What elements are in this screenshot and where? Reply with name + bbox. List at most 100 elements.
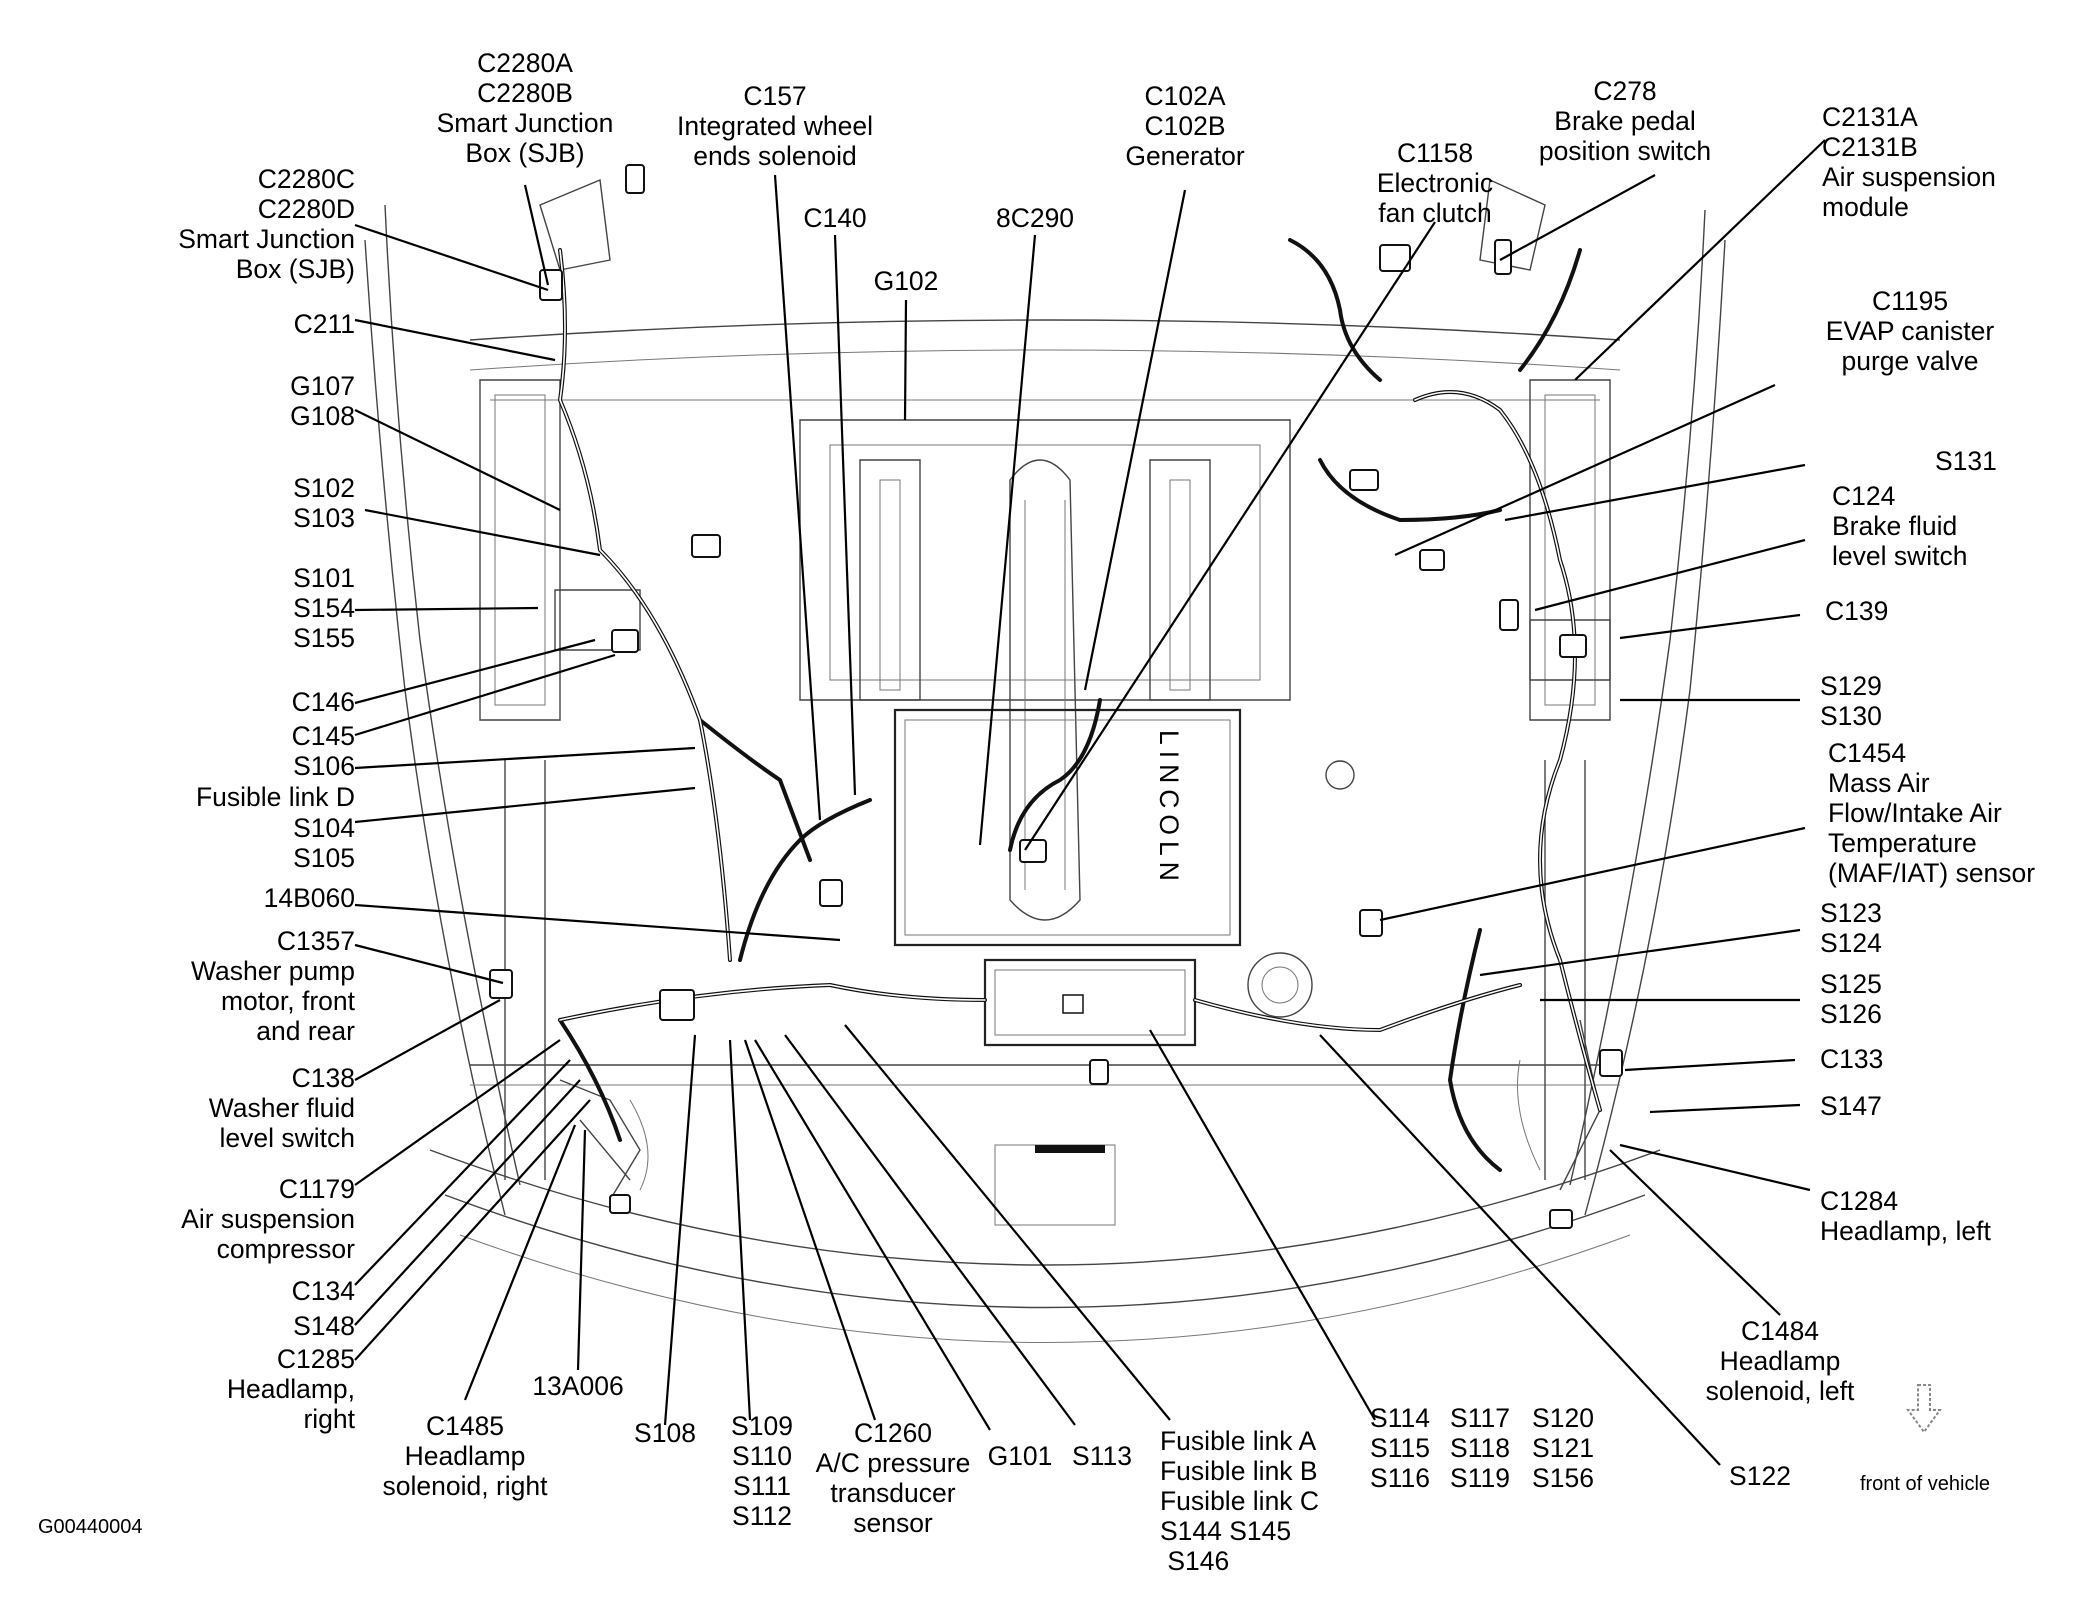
callout-c1454-line: Mass Air <box>1828 768 1930 798</box>
callout-s131-line: S131 <box>1935 446 1997 476</box>
callout-c1179-line: Air suspension <box>181 1204 355 1234</box>
callout-c139: C139 <box>1825 596 1888 626</box>
callout-c1285-line: C1285 <box>277 1344 355 1374</box>
callout-c146-line: C146 <box>292 687 355 717</box>
callout-c2280c-c2280d-line: Box (SJB) <box>236 254 355 284</box>
callout-c2131a-c2131b-line: module <box>1822 192 1909 222</box>
callout-fusible-link-d-line: Fusible link D <box>196 782 355 812</box>
callout-s109-s112-line: S109 <box>731 1411 793 1441</box>
callout-fusible-links-line: Fusible link A <box>1160 1426 1316 1456</box>
callout-c102a-c102b-line: C102A <box>1144 81 1225 111</box>
callout-g102-line: G102 <box>874 266 939 296</box>
callout-s148-line: S148 <box>293 1311 355 1341</box>
callout-c1484-line: Headlamp <box>1720 1346 1841 1376</box>
callout-c1284-line: Headlamp, left <box>1820 1216 1992 1246</box>
callout-s113-line: S113 <box>1072 1441 1132 1471</box>
callout-c1158-line: fan clutch <box>1378 198 1491 228</box>
callout-c1195-line: EVAP canister <box>1826 316 1995 346</box>
callout-s102-s103-line: S102 <box>293 473 355 503</box>
callout-s123-s124-line: S124 <box>1820 928 1882 958</box>
callout-c1158-line: Electronic <box>1377 168 1493 198</box>
callout-c1260-line: transducer <box>830 1478 955 1508</box>
front-of-vehicle-arrow <box>1906 1384 1942 1434</box>
callout-c145: C145 <box>292 721 355 751</box>
callout-s125-s126-line: S125 <box>1820 969 1882 999</box>
callout-c133-line: C133 <box>1820 1044 1883 1074</box>
callout-c2280c-c2280d-line: C2280C <box>258 164 355 194</box>
callout-s114-s116-line: S115 <box>1370 1433 1430 1463</box>
callout-c1260-line: sensor <box>853 1508 933 1538</box>
callout-c140: C140 <box>803 203 866 233</box>
callout-g101-line: G101 <box>988 1441 1053 1471</box>
callout-c278-line: C278 <box>1593 76 1656 106</box>
callout-c1454-line: Temperature <box>1828 828 1977 858</box>
callout-c1260-line: A/C pressure <box>816 1448 971 1478</box>
callout-g102: G102 <box>874 266 939 296</box>
callout-s104-s105-line: S104 <box>293 813 355 843</box>
callout-c1454-line: C1454 <box>1828 738 1906 768</box>
callout-s120-s156-line: S120 <box>1532 1403 1594 1433</box>
callout-c2131a-c2131b-line: C2131B <box>1822 132 1918 162</box>
callout-s106-line: S106 <box>293 751 355 781</box>
callout-c278-line: Brake pedal <box>1554 106 1695 136</box>
engine-cover-brand-text: LINCOLN <box>1154 730 1184 887</box>
callout-c145-line: C145 <box>292 721 355 751</box>
callout-8c290: 8C290 <box>996 203 1074 233</box>
callout-s122: S122 <box>1729 1461 1791 1491</box>
callout-c134: C134 <box>292 1276 355 1306</box>
callout-14b060: 14B060 <box>264 883 355 913</box>
callout-c2280a-c2280b-line: Smart Junction <box>437 108 614 138</box>
callout-s147-line: S147 <box>1820 1091 1882 1121</box>
callout-s117-s119-line: S117 <box>1450 1403 1510 1433</box>
callout-s131: S131 <box>1935 446 1997 476</box>
callout-c139-line: C139 <box>1825 596 1888 626</box>
front-of-vehicle-label: front of vehicle <box>1860 1473 1990 1495</box>
callout-s101-s154-s155-line: S101 <box>293 563 355 593</box>
callout-c1195-line: purge valve <box>1841 346 1978 376</box>
callout-c1357-line: Washer pump <box>191 956 355 986</box>
callout-13a006-line: 13A006 <box>532 1371 623 1401</box>
callout-s120-s156-line: S156 <box>1532 1463 1594 1493</box>
callout-s114-s116-line: S116 <box>1370 1463 1430 1493</box>
callout-c140-line: C140 <box>803 203 866 233</box>
callout-8c290-line: 8C290 <box>996 203 1074 233</box>
callout-c1454-line: Flow/Intake Air <box>1828 798 2002 828</box>
callout-g101: G101 <box>988 1441 1053 1471</box>
callout-s147: S147 <box>1820 1091 1882 1121</box>
callout-fusible-links-line: Fusible link B <box>1160 1456 1318 1486</box>
callout-c1357-line: C1357 <box>277 926 355 956</box>
callout-s109-s112-line: S111 <box>733 1471 791 1501</box>
callout-s113: S113 <box>1072 1441 1132 1471</box>
callout-fusible-links-line: Fusible link C <box>1160 1486 1319 1516</box>
callout-c1158-line: C1158 <box>1397 138 1473 168</box>
callout-s117-s119-line: S118 <box>1450 1433 1510 1463</box>
callout-c138-line: Washer fluid <box>209 1093 355 1123</box>
callout-c1485-line: Headlamp <box>405 1441 526 1471</box>
callout-c157-line: Integrated wheel <box>677 111 873 141</box>
callout-c133: C133 <box>1820 1044 1883 1074</box>
